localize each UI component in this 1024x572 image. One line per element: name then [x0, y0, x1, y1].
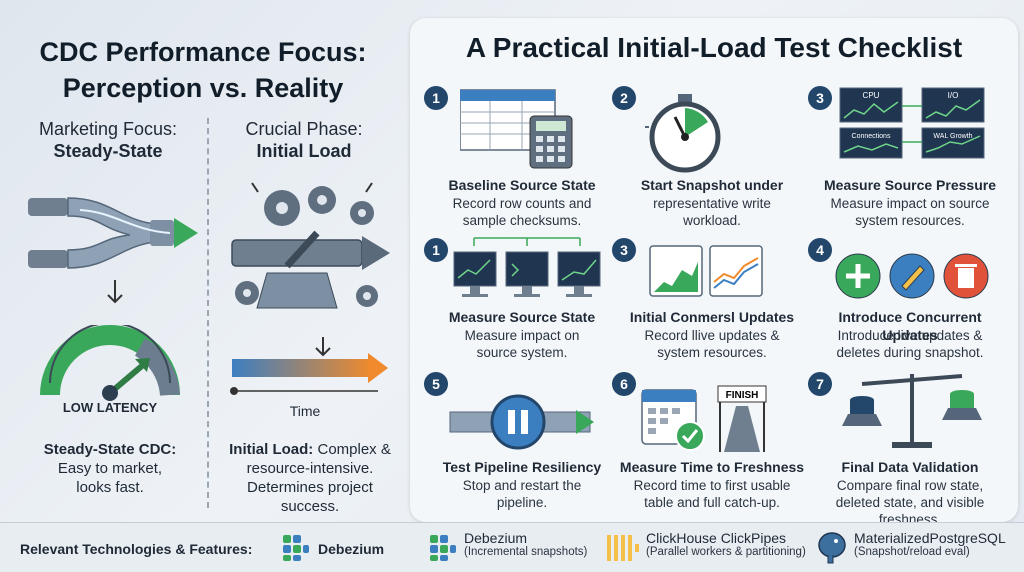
initial-caption-line3: Determines project: [247, 479, 373, 496]
checklist-item-desc: table and full catch-up.: [644, 495, 780, 510]
col-marketing-label: Marketing Focus:: [38, 119, 178, 139]
checklist-number-badge: 7: [808, 372, 832, 396]
funnel-pipe-icon: [28, 197, 198, 304]
low-latency-label: LOW LATENCY: [62, 400, 158, 415]
initial-caption-bold: Initial Load:: [229, 441, 314, 458]
col-marketing-head: Marketing Focus: Steady-State: [18, 118, 198, 162]
checklist-item-title: Initial Conmersl Updates: [629, 309, 795, 325]
checklist-number-badge: 1: [424, 238, 448, 262]
checklist-item-desc: Compare final row state,: [836, 478, 984, 493]
time-label: Time: [289, 403, 321, 419]
col-initial-label: Crucial Phase:: [245, 119, 363, 139]
checklist-item-desc: system resources.: [657, 345, 767, 360]
finish-label: FINISH: [726, 390, 759, 401]
column-divider: [207, 118, 209, 508]
left-title-line2: Perception vs. Reality: [62, 73, 344, 103]
time-arrow-icon: [230, 337, 388, 395]
checklist-item-desc: workload.: [683, 213, 741, 228]
checklist-item-desc: deleted state, and visible: [835, 495, 985, 510]
steady-state-caption: Steady-State CDC: Easy to market, looks …: [20, 440, 200, 497]
initial-load-caption: Initial Load: Complex & resource-intensi…: [215, 440, 405, 516]
balance-scale-icon: [842, 374, 982, 448]
postgresql-elephant-icon: [818, 532, 846, 564]
checklist-item-desc: Measure impact on: [464, 328, 580, 343]
clickhouse-logo-icon: [607, 535, 639, 561]
connections-label: Connections: [852, 133, 891, 140]
col-initial-bold: Initial Load: [256, 141, 352, 161]
steady-caption-line2: Easy to market,: [57, 460, 163, 477]
footer-tech4-note: (Snapshot/reload eval): [854, 546, 970, 558]
checklist-item-title: Test Pipeline Resiliency: [442, 459, 602, 475]
pipeline-pause-icon: [449, 394, 594, 450]
footer-label: Relevant Technologies & Features:: [20, 541, 253, 557]
checklist-title: A Practical Initial-Load Test Checklist: [465, 32, 963, 63]
footer-bar: [0, 522, 1024, 572]
steady-caption-bold: Steady-State CDC:: [43, 441, 177, 458]
footer-tech3: ClickHouse ClickPipes (Parallel workers …: [646, 530, 806, 558]
checklist-item-desc: system resources.: [855, 213, 965, 228]
checklist-item-title: Measure Source State: [448, 309, 596, 325]
checklist-item-title: Measure Time to Freshness: [619, 459, 805, 475]
footer-tech2-name: Debezium: [464, 530, 528, 546]
checklist-item-desc: pipeline.: [496, 495, 548, 510]
col-marketing-bold: Steady-State: [53, 141, 163, 161]
initial-caption-line2: resource-intensive.: [246, 460, 374, 477]
initial-caption-line4: success.: [280, 498, 340, 515]
calendar-finish-icon: FINISH: [641, 385, 767, 452]
checklist-item-desc: Introduce live updates &: [837, 328, 983, 343]
stopwatch-icon: [645, 94, 721, 173]
debezium-logo-icon: [283, 535, 309, 561]
initial-caption-line1: Complex &: [313, 441, 391, 458]
steady-caption-line3: looks fast.: [76, 479, 144, 496]
checklist-item-desc: Record row counts and: [452, 196, 592, 211]
footer-tech4: MaterializedPostgreSQL (Snapshot/reload …: [854, 530, 1006, 558]
checklist-item-desc: sample checksums.: [462, 213, 582, 228]
dual-charts-icon: [649, 245, 763, 297]
checklist-item-title: Measure Source Pressure: [824, 177, 996, 193]
footer-tech2: Debezium (Incremental snapshots): [464, 530, 587, 558]
monitors-metrics-icon: CPU I/O Connections WAL Growth: [839, 87, 985, 159]
footer-tech2-note: (Incremental snapshots): [464, 546, 588, 558]
spreadsheet-calculator-icon: [460, 89, 573, 169]
checklist-item-desc: deletes during snapshot.: [836, 345, 984, 360]
debezium-logo-icon-2: [430, 535, 456, 561]
checklist-item-desc: Record time to first usable: [633, 478, 791, 493]
checklist-item-desc: source system.: [476, 345, 568, 360]
checklist-item-title: Final Data Validation: [841, 459, 979, 475]
footer-tech3-name: ClickHouse ClickPipes: [646, 530, 787, 546]
checklist-item-desc: Stop and restart the: [462, 478, 582, 493]
checklist-number-badge: 6: [612, 372, 636, 396]
cpu-label: CPU: [863, 91, 880, 100]
checklist-number-badge: 1: [424, 86, 448, 110]
checklist-item-title: Introduce Concurrent Updates: [838, 309, 982, 343]
three-monitors-icon: [453, 237, 601, 297]
checklist-item-desc: Measure impact on source: [830, 196, 990, 211]
checklist-item-title: Baseline Source State: [448, 177, 596, 193]
checklist-item-desc: Record llive updates &: [644, 328, 780, 343]
footer-tech4-name: MaterializedPostgreSQL: [854, 530, 1006, 546]
add-edit-delete-icons: [835, 253, 989, 299]
io-label: I/O: [948, 91, 959, 100]
checklist-item-desc: representative write: [653, 196, 771, 211]
checklist-number-badge: 3: [808, 86, 832, 110]
checklist-number-badge: 2: [612, 86, 636, 110]
wal-label: WAL Growth: [933, 133, 972, 140]
col-initial-head: Crucial Phase: Initial Load: [214, 118, 394, 162]
gauge-icon: [40, 325, 180, 401]
gears-pipe-icon: [231, 182, 390, 309]
footer-tech3-note: (Parallel workers & partitioning): [646, 546, 806, 558]
checklist-number-badge: 3: [612, 238, 636, 262]
checklist-number-badge: 4: [808, 238, 832, 262]
left-title: CDC Performance Focus: Perception vs. Re…: [18, 34, 388, 106]
checklist-number-badge: 5: [424, 372, 448, 396]
left-title-line1: CDC Performance Focus:: [39, 37, 367, 67]
checklist-item-title: Start Snapshot under: [640, 177, 784, 193]
footer-tech1: Debezium: [318, 541, 385, 557]
